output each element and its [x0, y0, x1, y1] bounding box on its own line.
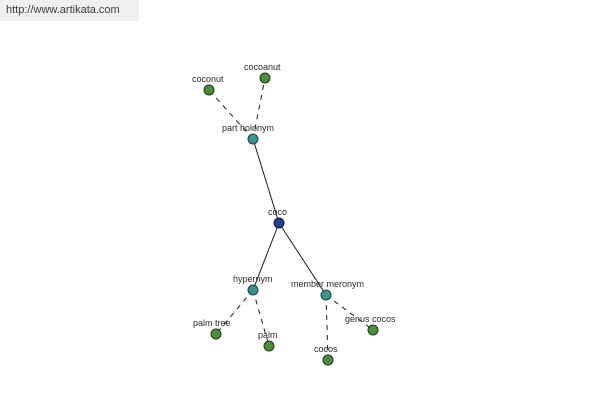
label-member-meronym: member meronym — [291, 279, 364, 289]
edge-coco-member-meronym — [278, 222, 327, 296]
node-palm[interactable] — [263, 340, 275, 352]
label-part-holonym: part holonym — [222, 123, 274, 133]
edge-part-holonym-cocoanut — [252, 77, 266, 140]
node-hypernym[interactable] — [247, 284, 259, 296]
node-member-meronym[interactable] — [320, 289, 332, 301]
edge-member-meronym-cocos — [325, 294, 329, 361]
node-cocoanut[interactable] — [259, 72, 271, 84]
node-coconut[interactable] — [203, 84, 215, 96]
edge-coco-hypernym — [252, 222, 280, 291]
edge-member-meronym-genus-cocos — [325, 294, 374, 331]
node-part-holonym[interactable] — [247, 133, 259, 145]
node-palm-tree[interactable] — [210, 328, 222, 340]
label-cocoanut: cocoanut — [244, 62, 281, 72]
node-coco[interactable] — [273, 217, 285, 229]
label-coco: coco — [268, 207, 287, 217]
node-genus-cocos[interactable] — [367, 324, 379, 336]
edge-part-holonym-coconut — [208, 89, 254, 140]
label-cocos: cocos — [314, 344, 338, 354]
label-genus-cocos: genus cocos — [345, 314, 396, 324]
label-hypernym: hypernym — [233, 274, 273, 284]
label-coconut: coconut — [192, 74, 224, 84]
label-palm-tree: palm tree — [193, 318, 231, 328]
label-palm: palm — [258, 330, 278, 340]
node-cocos[interactable] — [322, 354, 334, 366]
site-url-link[interactable]: http://www.artikata.com — [0, 0, 139, 21]
edge-coco-part-holonym — [252, 138, 280, 224]
